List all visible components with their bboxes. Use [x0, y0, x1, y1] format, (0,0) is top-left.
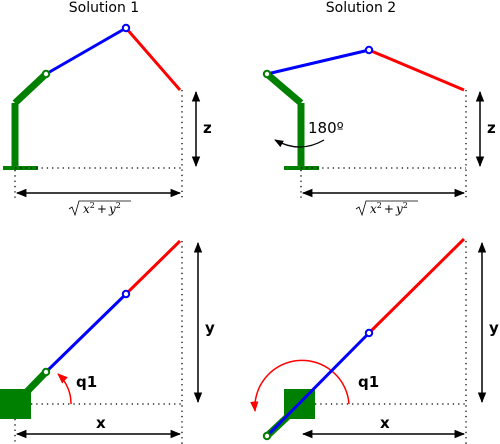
sqrt-formula: x2+y2 — [355, 200, 418, 217]
forearm-link — [367, 237, 466, 335]
shoulder-link — [264, 71, 304, 106]
panel-solution-2-top: q1 y x — [250, 237, 499, 444]
elbow-joint — [121, 23, 131, 33]
q1-label: q1 — [76, 373, 97, 391]
rotation-label: 180º — [308, 119, 344, 137]
x-label: x — [96, 414, 106, 432]
svg-text:x2+y2: x2+y2 — [370, 201, 408, 216]
y-label: y — [489, 319, 499, 337]
panel-solution-1-top: q1 y x — [0, 239, 215, 444]
sqrt-sign-icon — [68, 200, 131, 217]
elbow-joint — [364, 328, 374, 338]
y-label: y — [205, 319, 215, 337]
forearm-link — [368, 48, 465, 92]
title-solution-2: Solution 2 — [326, 0, 396, 16]
sqrt-sign-icon — [355, 200, 418, 217]
shoulder-joint — [262, 69, 272, 79]
z-label: z — [487, 119, 496, 137]
panel-solution-2-side: 180º z x2+y2 — [262, 45, 496, 217]
shoulder-joint — [41, 69, 51, 79]
shoulder-joint — [262, 431, 272, 441]
upper-arm-link — [45, 26, 127, 76]
shoulder-joint — [41, 367, 51, 377]
forearm-link — [124, 239, 182, 296]
panel-solution-1-side: z x2+y2 — [3, 23, 212, 217]
upper-arm-link — [266, 48, 370, 76]
q1-angle-arrow — [250, 359, 350, 413]
sqrt-formula: x2+y2 — [68, 200, 131, 217]
title-solution-1: Solution 1 — [69, 0, 139, 16]
elbow-joint — [121, 289, 131, 299]
forearm-link — [124, 27, 182, 91]
q1-angle-arrow — [57, 373, 72, 405]
x-label: x — [380, 414, 390, 432]
upper-arm-link — [265, 331, 371, 438]
shoulder-link — [12, 369, 49, 407]
elbow-joint — [364, 45, 374, 55]
q1-label: q1 — [358, 373, 379, 391]
rotation-arrow — [274, 139, 325, 148]
shoulder-link — [12, 71, 49, 106]
svg-text:x2+y2: x2+y2 — [83, 201, 121, 216]
upper-arm-link — [44, 292, 128, 374]
z-label: z — [203, 119, 212, 137]
